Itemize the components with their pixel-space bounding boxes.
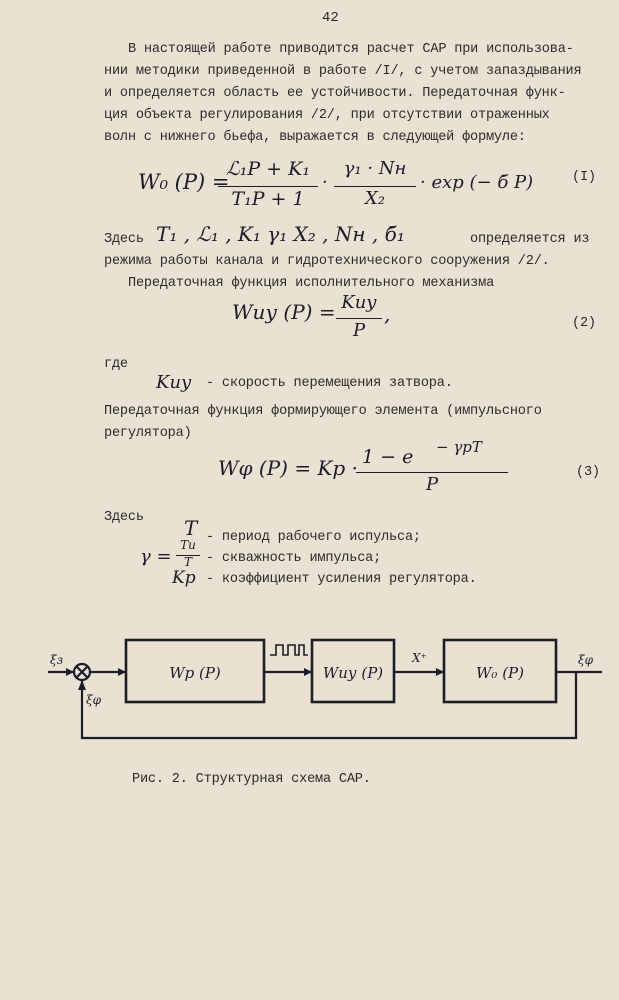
output-label: ξφ <box>578 653 594 667</box>
where3-text: - скважность импульса; <box>206 551 382 566</box>
eq1-lhs: W₀ (P) = <box>138 170 230 194</box>
where3-text: - период рабочего испульса; <box>206 530 421 545</box>
eq2-den: P <box>352 320 366 341</box>
eq1-number: (I) <box>572 170 596 185</box>
eq1-num2: γ₁ · Nн <box>343 158 407 179</box>
eq1-num1: ℒ₁P + K₁ <box>226 158 310 180</box>
arrow-icon <box>66 668 74 676</box>
input-label: ξз <box>50 653 63 667</box>
where1-line2: режима работы канала и гидротехнического… <box>104 254 550 269</box>
eq3-exp: − γрT <box>436 438 482 456</box>
eq1-tail: · exp (− б̄ P) <box>420 172 534 193</box>
eq2-num: Kиу <box>341 292 377 313</box>
where3-text: - коэффициент усиления регулятора. <box>206 572 477 587</box>
where3-frac-den: T <box>183 555 192 569</box>
where3-symbol-gamma: γ = <box>140 546 172 567</box>
block-1-label: Wр (P) <box>169 664 221 682</box>
arrow-icon <box>118 668 126 676</box>
where3-symbol-Kp: Kр <box>172 568 196 588</box>
eq1-dot: · <box>322 172 328 193</box>
paragraph-line: волн с нижнего бьефа, выражается в следу… <box>104 130 526 145</box>
eq1-den1: T₁P + 1 <box>231 188 305 210</box>
paragraph-line: В настоящей работе приводится расчет САР… <box>128 42 574 57</box>
arrow-icon <box>78 680 86 690</box>
eq3-number: (3) <box>576 465 600 480</box>
paragraph-line: и определяется область ее устойчивости. … <box>104 86 566 101</box>
eq3-lhs: Wφ (P) = Kр · <box>218 456 358 480</box>
arrow-icon <box>436 668 444 676</box>
eq2-number: (2) <box>572 316 596 331</box>
where1-symbols: T₁ , ℒ₁ , K₁ γ₁ X₂ , Nн , б̄₁ <box>156 222 405 246</box>
junction-cross <box>75 665 89 679</box>
eq3-num: 1 − e <box>362 446 414 468</box>
former-title-line: регулятора) <box>104 426 192 441</box>
eq2-lhs: Wиу (P) = <box>232 300 336 324</box>
where3-symbol-T: T <box>184 516 198 540</box>
block-3-label: W₀ (P) <box>476 664 524 682</box>
block-2-label: Wиу (P) <box>323 664 383 682</box>
where3-word: Здесь <box>104 510 144 525</box>
pulse-train <box>270 644 308 656</box>
eq3-den: P <box>425 474 439 495</box>
former-title-line: Передаточная функция формирующего элемен… <box>104 404 542 419</box>
where2-symbol: Kиу <box>156 372 192 393</box>
eq1-bar1 <box>218 186 318 187</box>
arrow-icon <box>304 668 312 676</box>
paragraph-line: ция объекта регулирования /2/, при отсут… <box>104 108 550 123</box>
eq2-bar <box>336 318 382 319</box>
signal-label: X⁺ <box>411 651 427 665</box>
where2-text: - скорость перемещения затвора. <box>206 376 453 391</box>
eq1-den2: X₂ <box>364 188 386 209</box>
where1-suffix: определяется из <box>470 232 590 247</box>
eq2-tail: , <box>384 302 391 326</box>
where3-frac-bar <box>176 555 200 556</box>
figure-caption: Рис. 2. Структурная схема САР. <box>132 772 371 787</box>
feedback-label: ξφ <box>86 693 102 707</box>
where3-frac-num: Tu <box>180 538 196 552</box>
page-number: 42 <box>322 10 339 26</box>
eq1-bar2 <box>334 186 416 187</box>
where1-prefix: Здесь <box>104 232 144 247</box>
paragraph-line: нии методики приведенной в работе /I/, с… <box>104 64 582 79</box>
feedback-line <box>80 672 578 740</box>
eq3-bar <box>356 472 508 473</box>
actuator-title: Передаточная функция исполнительного мех… <box>128 276 495 291</box>
where2-word: где <box>104 357 128 372</box>
